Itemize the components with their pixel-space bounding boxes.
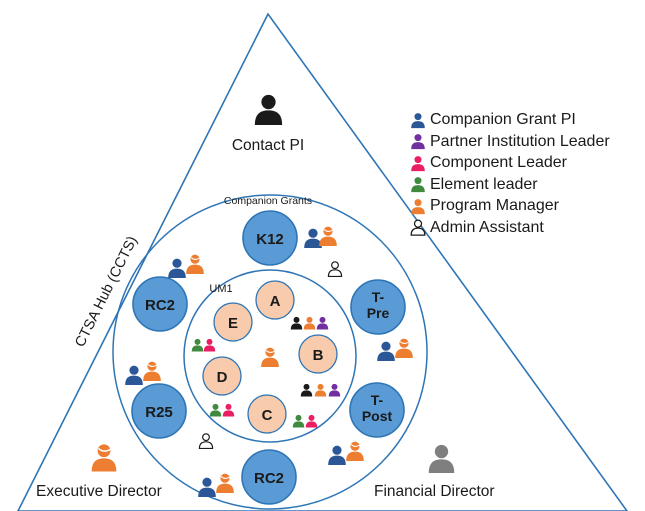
legend-label: Program Manager <box>430 197 559 214</box>
grant-tpre-line2: Pre <box>367 305 390 321</box>
companion-grants-ring <box>112 194 428 510</box>
grant-rc2-bottom: RC2 <box>241 449 297 505</box>
grant-rc2-bottom-label: RC2 <box>254 470 284 487</box>
person-icon <box>411 112 425 128</box>
legend-item: Partner Institution Leader <box>410 132 642 152</box>
grant-tpost-line2: Post <box>362 408 393 424</box>
executive-director-label: Executive Director <box>36 483 162 500</box>
component-c-label: C <box>262 407 273 424</box>
person-icon <box>411 198 425 214</box>
grant-r25-label: R25 <box>145 404 173 421</box>
component-d: D <box>202 356 242 396</box>
component-b: B <box>298 334 338 374</box>
legend-label: Partner Institution Leader <box>430 132 610 150</box>
person-outline-icon <box>410 219 426 236</box>
legend: Companion Grant PI Partner Institution Le… <box>410 110 642 239</box>
legend-item: Component Leader <box>410 153 642 173</box>
legend-label: Admin Assistant <box>430 218 544 236</box>
grant-tpost-line1: T- <box>371 392 384 408</box>
grant-k12: K12 <box>242 210 298 266</box>
um1-label: UM1 <box>209 283 232 295</box>
grant-rc2-top-label: RC2 <box>145 297 175 314</box>
person-icon <box>411 134 425 150</box>
person-icon <box>411 177 425 193</box>
component-c: C <box>247 394 287 434</box>
grant-tpre-line1: T- <box>372 289 385 305</box>
financial-director-label: Financial Director <box>374 483 495 500</box>
legend-label: Companion Grant PI <box>430 111 576 128</box>
companion-grants-label: Companion Grants <box>224 195 312 207</box>
legend-item: Element leader <box>410 175 642 195</box>
component-a: A <box>255 280 295 320</box>
um1-ring <box>183 269 357 443</box>
component-a-label: A <box>270 293 281 310</box>
grant-tpre: T- Pre <box>350 279 406 335</box>
component-b-label: B <box>313 347 324 364</box>
contact-pi-label: Contact PI <box>232 137 304 154</box>
legend-label: Element leader <box>430 175 538 193</box>
legend-item: Admin Assistant <box>410 218 642 238</box>
component-e: E <box>213 302 253 342</box>
component-d-label: D <box>217 369 228 386</box>
legend-item: Companion Grant PI <box>410 110 642 130</box>
grant-tpost: T- Post <box>349 382 405 438</box>
grant-r25: R25 <box>131 383 187 439</box>
grant-rc2-top: RC2 <box>132 276 188 332</box>
component-e-label: E <box>228 315 238 332</box>
legend-item: Program Manager <box>410 196 642 216</box>
grant-k12-label: K12 <box>256 231 284 248</box>
hub-triangle <box>17 12 628 511</box>
legend-label: Component Leader <box>430 154 567 171</box>
person-icon <box>411 155 425 171</box>
